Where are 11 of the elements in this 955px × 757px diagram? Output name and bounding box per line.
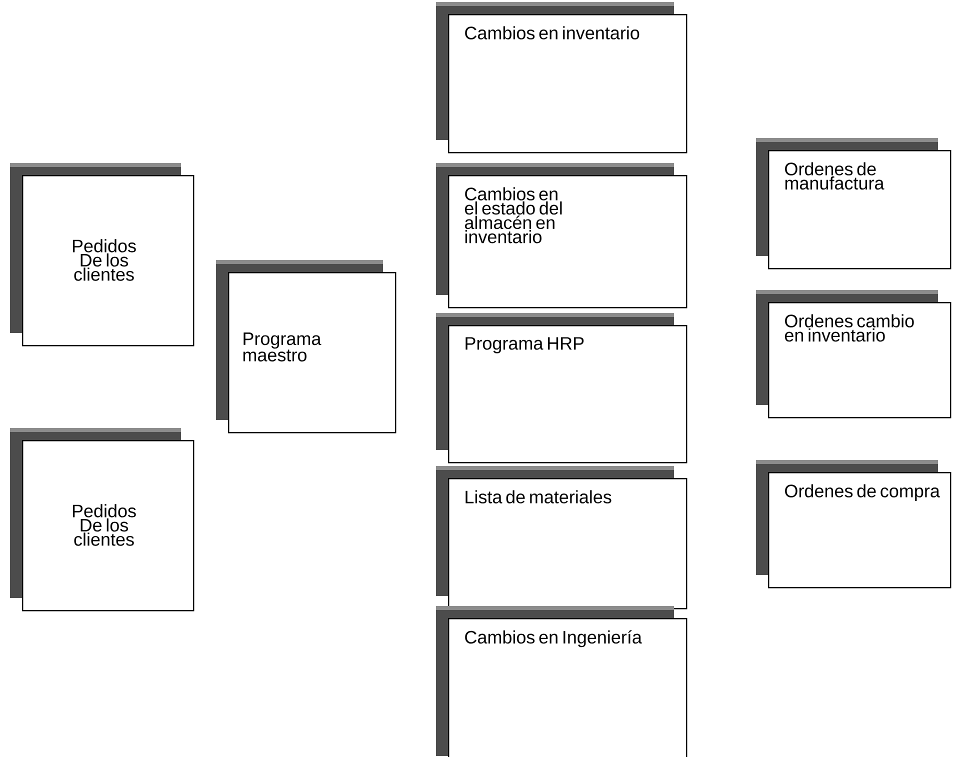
text-box: Programa HRP — [436, 313, 688, 464]
text-box: Cambios en inventario — [436, 2, 688, 154]
text-box: Ordenes de manufactura — [756, 138, 952, 270]
text-box: Cambios en el estado del almacén en inventario — [436, 163, 688, 308]
text-box: Cambios en Ingeniería — [436, 606, 688, 757]
text-box: Lista de materiales — [436, 466, 688, 610]
text-box: Pedidos De los clientes — [10, 163, 194, 346]
text-box: Pedidos De los clientes — [10, 428, 194, 612]
text-box: Ordenes cambio en inventario — [756, 290, 952, 418]
text-box: Ordenes de compra — [756, 460, 952, 588]
text-box: Programa maestro — [216, 260, 396, 434]
